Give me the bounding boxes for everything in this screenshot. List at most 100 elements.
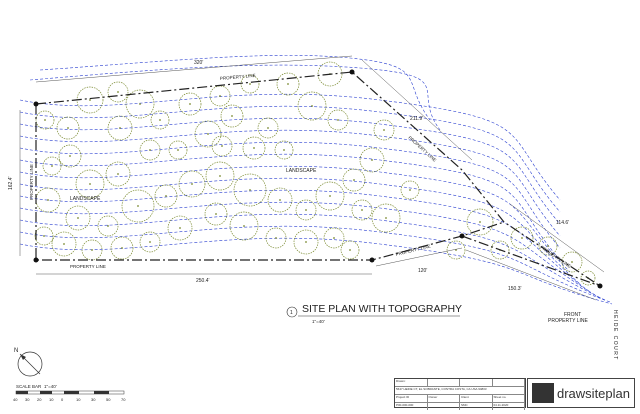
tree-trunk <box>67 127 69 129</box>
tree-canopy <box>274 140 294 160</box>
tree-trunk <box>311 105 313 107</box>
tree-canopy <box>178 170 206 198</box>
tree-trunk <box>179 227 181 229</box>
tree-trunk <box>77 217 79 219</box>
tree-trunk <box>139 103 141 105</box>
dim-far-right: 114.6' <box>556 220 569 226</box>
label-street: HEIDE COURT <box>612 310 618 361</box>
tree-canopy <box>295 199 317 221</box>
property-corners <box>33 69 603 289</box>
dim-right-diag: 211.9' <box>410 116 423 122</box>
title-block-row: P00-000-000 SMC 04.11.2020 <box>395 403 525 410</box>
tree-trunk <box>47 199 49 201</box>
tree-trunk <box>371 159 373 161</box>
tree-trunk <box>215 213 217 215</box>
dimension-lines <box>19 55 605 301</box>
tree-trunk <box>253 147 255 149</box>
tree-canopy <box>265 227 287 249</box>
tree-trunk <box>177 149 179 151</box>
tree-trunk <box>231 115 233 117</box>
label-landscape-left: LANDSCAPE <box>70 196 101 202</box>
tree-canopy <box>538 236 558 256</box>
title-block-cell <box>460 379 493 386</box>
tree-trunk <box>117 173 119 175</box>
tree-trunk <box>107 225 109 227</box>
tree-trunk <box>137 205 139 207</box>
tree-canopy <box>42 156 62 176</box>
tree-canopy <box>323 227 345 249</box>
tree-trunk <box>159 119 161 121</box>
tree-canopy <box>168 140 188 160</box>
tree-canopy <box>351 199 373 221</box>
tree-canopy <box>154 184 178 208</box>
tree-canopy <box>65 205 91 231</box>
tree-canopy <box>107 115 133 141</box>
tree-trunk <box>571 261 573 263</box>
tree-trunk <box>287 83 289 85</box>
tree-canopy <box>580 270 596 286</box>
property-boundary <box>35 71 601 287</box>
tree-canopy <box>257 117 279 139</box>
tree-canopy <box>75 169 105 199</box>
label-property-bottom: PROPERTY LINE <box>70 264 106 269</box>
topography-contours <box>19 55 613 305</box>
tree-canopy <box>340 240 360 260</box>
title-block-address: 5647 HEIDE CT, EL SOBRANTE, CONTRA COSTA… <box>395 387 525 394</box>
scale-bar-tick-label: 20 <box>37 397 42 402</box>
tree-trunk <box>221 145 223 147</box>
title-block-cell: 04.11.2020 <box>493 403 525 410</box>
tree-canopy <box>35 110 55 130</box>
tree-canopy <box>561 251 583 273</box>
tree-canopy <box>276 72 300 96</box>
tree-canopy <box>110 236 134 260</box>
tree-canopy <box>315 181 345 211</box>
tree-canopy <box>490 240 510 260</box>
tree-trunk <box>117 91 119 93</box>
scale-bar-tick-label: 50 <box>106 397 111 402</box>
scale-bar-scale: 1"=40' <box>44 384 57 389</box>
tree-canopy <box>205 161 235 191</box>
title-block: Drawn: 5647 HEIDE CT, EL SOBRANTE, CONTR… <box>394 378 526 410</box>
tree-canopy <box>220 104 244 128</box>
title-block-cell <box>428 379 460 386</box>
tree-trunk <box>361 209 363 211</box>
tree-trunk <box>189 103 191 105</box>
tree-trunk <box>219 95 221 97</box>
brand-block: drawsiteplan <box>527 378 635 408</box>
title-scale: 1"=40' <box>312 319 325 324</box>
tree-canopy <box>342 168 366 192</box>
tree-canopy <box>242 136 266 160</box>
tree-canopy <box>178 92 202 116</box>
tree-canopy <box>139 139 161 161</box>
tree-trunk <box>385 217 387 219</box>
tree-trunk <box>305 209 307 211</box>
tree-canopy <box>56 116 80 140</box>
tree-canopy <box>58 144 82 168</box>
dim-bottom-left: 250.4' <box>196 278 210 284</box>
tree-trunk <box>44 119 46 121</box>
title-block-row: 5647 HEIDE CT, EL SOBRANTE, CONTRA COSTA… <box>395 387 525 395</box>
tree-canopy <box>233 173 267 207</box>
tree-trunk <box>383 129 385 131</box>
tree-trunk <box>479 221 481 223</box>
tree-trunk <box>283 149 285 151</box>
tree-trunk <box>149 149 151 151</box>
label-front-property: FRONT PROPERTY LINE <box>548 312 588 324</box>
tree-canopy <box>167 215 193 241</box>
tree-trunk <box>279 199 281 201</box>
tree-canopy <box>35 187 61 213</box>
tree-canopy <box>293 229 319 255</box>
brand-logo-icon <box>532 383 554 403</box>
tree-trunk <box>249 189 251 191</box>
tree-canopy <box>139 231 161 253</box>
tree-trunk <box>249 83 251 85</box>
tree-trunk <box>547 245 549 247</box>
tree-canopy <box>204 202 228 226</box>
dim-right-lower: 150.3' <box>508 286 522 292</box>
tree-trunk <box>89 99 91 101</box>
tree-trunk <box>89 183 91 185</box>
scale-bar-tick-label: 70 <box>121 397 126 402</box>
